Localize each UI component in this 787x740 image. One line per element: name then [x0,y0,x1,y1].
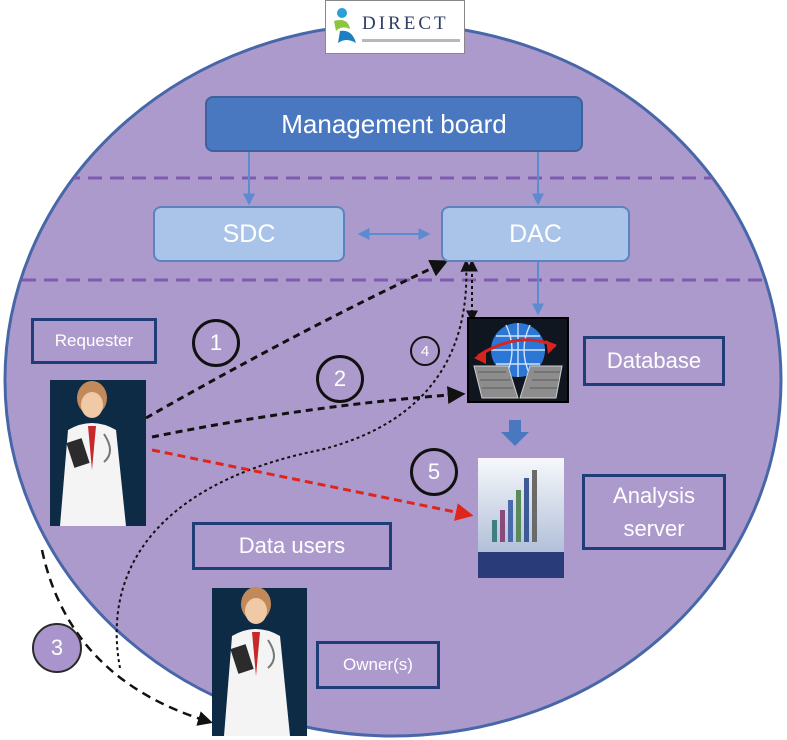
direct-logo: DIRECT [325,0,465,54]
data-users-label: Data users [238,533,346,558]
arrow-database-analysis [501,420,529,446]
doctor-icon [212,587,307,736]
owner-box: Owner(s) [316,641,440,689]
step-3-badge: 3 [32,623,82,673]
arrow-step3-requester-owner [40,549,213,726]
direct-logo-icon [334,8,356,43]
database-icon [467,317,569,403]
step-5-badge: 5 [410,448,458,496]
database-label: Database [606,348,702,373]
logo-subtitle-bar [362,39,460,42]
doctor-icon [50,380,146,526]
step-1-badge: 1 [192,319,240,367]
analysis-label-line1: Analysis [613,483,695,508]
sdc-box: SDC [153,206,345,262]
requester-label: Requester [54,331,134,350]
arrow-step2-requester-database [151,386,466,439]
analysis-server-box: Analysis server [582,474,726,550]
sdc-label: SDC [222,219,276,248]
step-2-badge: 2 [316,355,364,403]
database-box: Database [583,336,725,386]
management-board-label: Management board [281,108,507,139]
analysis-server-icon [478,458,564,578]
dac-label: DAC [509,219,562,248]
data-users-box: Data users [192,522,392,570]
analysis-label-line2: server [623,516,685,541]
requester-box: Requester [31,318,157,364]
arrow-requester-analysis [151,448,474,521]
arrow-step1-requester-dac [145,259,449,420]
dac-box: DAC [441,206,630,262]
management-board-box: Management board [205,96,583,152]
step-4-badge: 4 [410,336,440,366]
owner-label: Owner(s) [343,655,413,674]
logo-text: DIRECT [362,13,449,34]
